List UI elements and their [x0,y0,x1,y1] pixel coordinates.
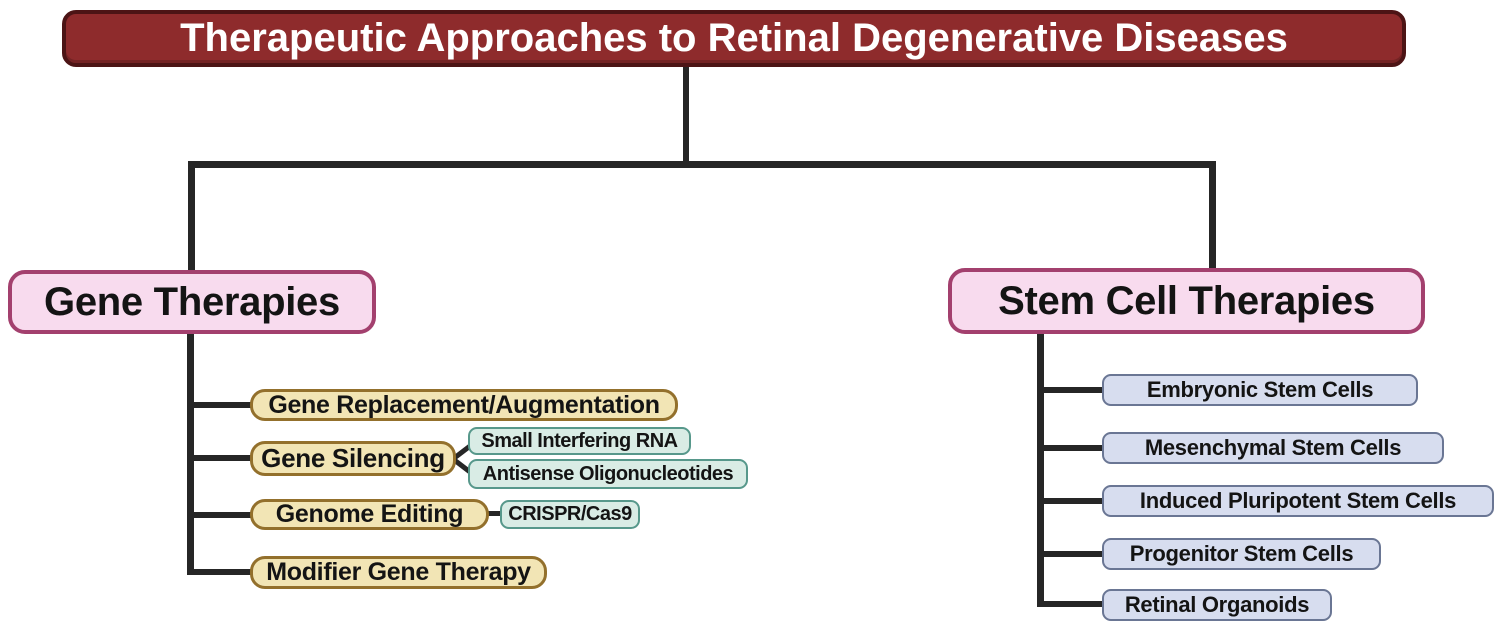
connector-line [1037,330,1044,607]
node-gene-silencing: Gene Silencing [250,441,456,476]
node-gene-therapies: Gene Therapies [8,270,376,334]
connector-line [187,512,253,518]
node-embryonic-stem-cells: Embryonic Stem Cells [1102,374,1418,406]
node-modifier-gene-therapy: Modifier Gene Therapy [250,556,547,589]
connector-line [1037,445,1103,451]
connector-line [1037,498,1103,504]
node-antisense-oligonucleotides: Antisense Oligonucleotides [468,459,748,489]
connector-line [1209,161,1216,271]
connector-line [187,330,194,575]
connector-line [1037,551,1103,557]
diagram-title: Therapeutic Approaches to Retinal Degene… [62,10,1406,67]
node-mesenchymal-stem-cells: Mesenchymal Stem Cells [1102,432,1444,464]
connector-line [187,455,253,461]
connector-line [187,402,253,408]
connector-line [1037,387,1103,393]
node-crispr-cas9: CRISPR/Cas9 [500,500,640,529]
node-progenitor-stem-cells: Progenitor Stem Cells [1102,538,1381,570]
node-induced-pluripotent-stem-cells: Induced Pluripotent Stem Cells [1102,485,1494,517]
node-retinal-organoids: Retinal Organoids [1102,589,1332,621]
connector-line [188,161,195,273]
node-stem-cell-therapies: Stem Cell Therapies [948,268,1425,334]
node-genome-editing: Genome Editing [250,499,489,530]
connector-line [187,569,253,575]
connector-line [487,511,502,516]
connector-line [683,65,689,165]
connector-line [188,161,1216,168]
node-gene-replacement-augmentation: Gene Replacement/Augmentation [250,389,678,421]
connector-line [1037,601,1103,607]
node-small-interfering-rna: Small Interfering RNA [468,427,691,455]
